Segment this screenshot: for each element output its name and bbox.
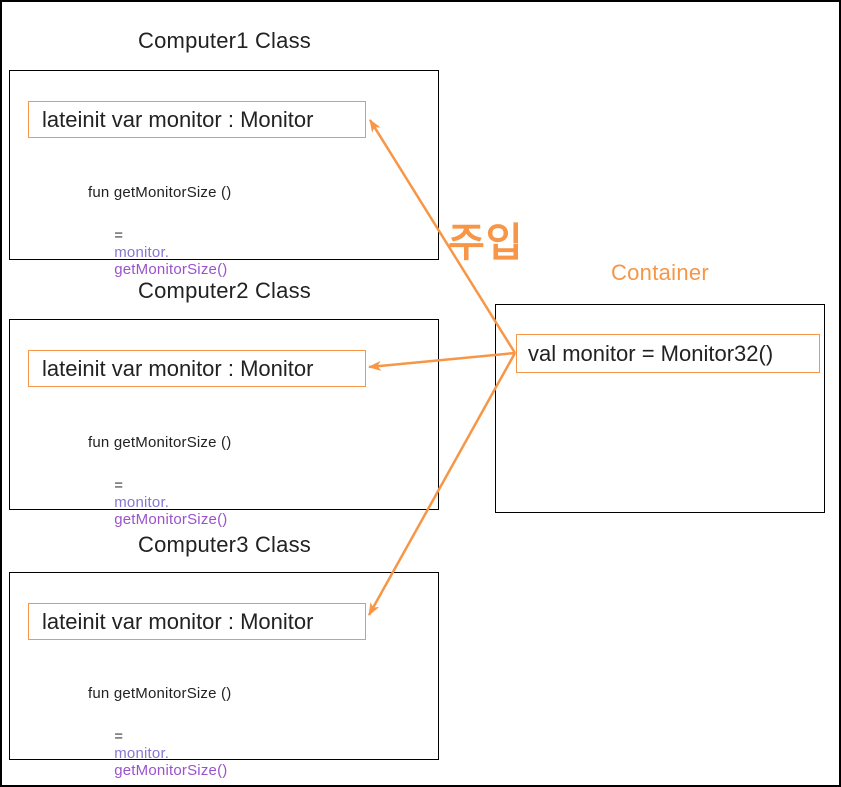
code-expr-line: = monitor. getMonitorSize() <box>88 711 228 785</box>
class-box-computer2: lateinit var monitor : Monitor fun getMo… <box>9 319 439 528</box>
monitor-receiver: monitor. <box>114 745 170 762</box>
field-declaration-box-computer1: lateinit var monitor : Monitor <box>28 101 366 138</box>
equals-sign: = <box>114 728 124 745</box>
code-expr-line: = monitor. getMonitorSize() <box>88 210 227 295</box>
class-title-computer1: Computer1 Class <box>138 28 311 53</box>
monitor-receiver: monitor. <box>114 244 170 261</box>
container-box: val monitor = Monitor32() <box>495 304 825 513</box>
field-declaration-box-computer3: lateinit var monitor : Monitor <box>28 603 366 640</box>
field-declaration-text: lateinit var monitor : Monitor <box>42 106 314 132</box>
container-label: Container <box>610 260 710 285</box>
container-field-declaration-text: val monitor = Monitor32() <box>528 340 774 366</box>
container-field-declaration-box: val monitor = Monitor32() <box>516 334 820 373</box>
method-call: getMonitorSize() <box>114 261 228 278</box>
equals-sign: = <box>114 227 124 244</box>
equals-sign: = <box>114 477 124 494</box>
code-fun-line: fun getMonitorSize () <box>88 184 232 201</box>
code-expr-line: = monitor. getMonitorSize() <box>88 460 227 545</box>
code-fun-line: fun getMonitorSize () <box>88 685 232 702</box>
method-call: getMonitorSize() <box>114 511 228 528</box>
class-box-computer1: lateinit var monitor : Monitor fun getMo… <box>9 70 439 278</box>
code-fun-line: fun getMonitorSize () <box>88 434 232 451</box>
class-box-computer3: lateinit var monitor : Monitor fun getMo… <box>9 572 439 779</box>
class-title-computer3: Computer3 Class <box>138 532 311 557</box>
monitor-receiver: monitor. <box>114 494 170 511</box>
field-declaration-text: lateinit var monitor : Monitor <box>42 355 314 381</box>
field-declaration-text: lateinit var monitor : Monitor <box>42 608 314 634</box>
class-title-computer2: Computer2 Class <box>138 278 311 303</box>
method-call: getMonitorSize() <box>114 762 228 779</box>
field-declaration-box-computer2: lateinit var monitor : Monitor <box>28 350 366 387</box>
injection-label: 주입 <box>448 221 524 265</box>
